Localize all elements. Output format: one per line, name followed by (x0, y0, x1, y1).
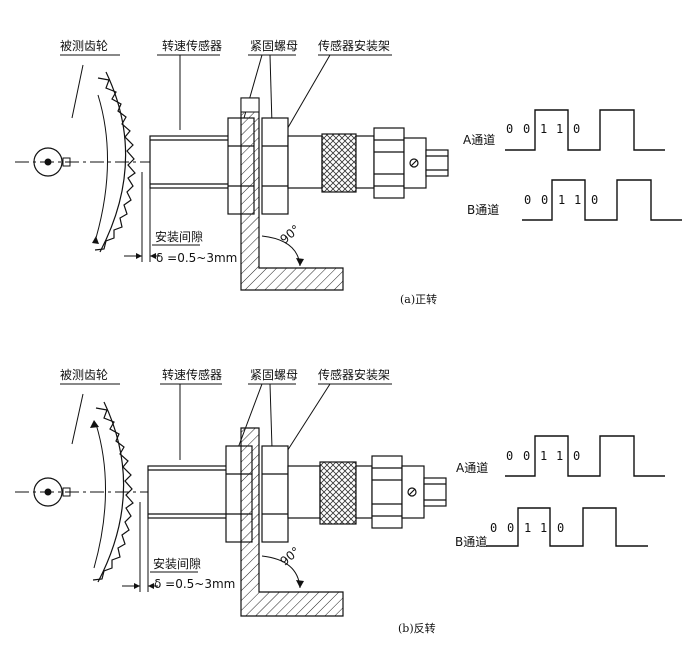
bit: 1 (540, 122, 547, 136)
bit: 0 (490, 521, 497, 535)
bit: 0 (541, 193, 548, 207)
channel-a-label: A通道 (456, 461, 488, 475)
bit: 0 (523, 122, 530, 136)
bit: 1 (558, 193, 565, 207)
bit: 1 (556, 449, 563, 463)
bit: 0 (507, 521, 514, 535)
bit: 1 (524, 521, 531, 535)
gap-value: δ =0.5~3mm (156, 251, 237, 265)
caption-reverse: (b)反转 (398, 621, 436, 635)
panel-forward: 被测齿轮 转速传感器 紧固螺母 传感器安装架 安装间隙 δ =0.5~3mm 9… (15, 38, 682, 306)
channel-a-label: A通道 (463, 133, 495, 147)
nut-label: 紧固螺母 (250, 39, 298, 53)
gear-label: 被测齿轮 (60, 368, 108, 382)
waveform-a-forward (505, 109, 665, 151)
bit: 1 (574, 193, 581, 207)
bit: 0 (557, 521, 564, 535)
gear-label: 被测齿轮 (60, 39, 108, 53)
bit: 0 (573, 449, 580, 463)
nut-label: 紧固螺母 (250, 368, 298, 382)
bracket-label: 传感器安装架 (318, 38, 390, 53)
bit: 0 (506, 449, 513, 463)
gap-label: 安装间隙 (153, 556, 201, 571)
bit: 0 (573, 122, 580, 136)
sensor-label: 转速传感器 (162, 367, 222, 382)
waveform-a-reverse (505, 435, 665, 477)
channel-b-label: B通道 (455, 535, 487, 549)
bit: 0 (523, 449, 530, 463)
bit: 0 (524, 193, 531, 207)
bit: 1 (556, 122, 563, 136)
channel-b-label: B通道 (467, 203, 499, 217)
angle-label: 90° (277, 222, 302, 246)
gap-value: δ =0.5~3mm (154, 577, 235, 591)
bit: 0 (591, 193, 598, 207)
waveform-b-forward (522, 179, 682, 221)
bracket-label: 传感器安装架 (318, 367, 390, 382)
angle-label: 90° (277, 544, 302, 568)
panel-reverse: 被测齿轮 转速传感器 紧固螺母 传感器安装架 安装间隙 δ =0.5~3mm 9… (15, 367, 665, 635)
sensor-label: 转速传感器 (162, 38, 222, 53)
waveform-b-reverse (486, 507, 648, 547)
bit: 1 (540, 521, 547, 535)
gap-label: 安装间隙 (155, 229, 203, 244)
caption-forward: (a)正转 (400, 292, 437, 306)
bit: 1 (540, 449, 547, 463)
bit: 0 (506, 122, 513, 136)
